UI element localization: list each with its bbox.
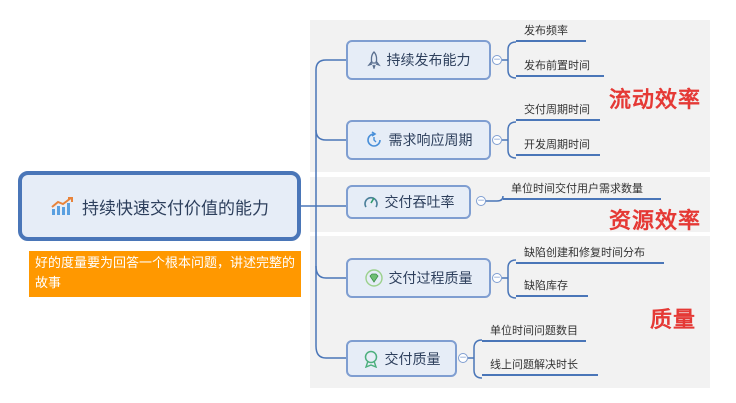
leaf-defect-create-fix-distribution[interactable]: 缺陷创建和修复时间分布 [516,244,664,264]
branch-continuous-release[interactable]: 持续发布能力 [346,40,491,80]
badge-icon [363,350,379,368]
branch-delivery-throughput[interactable]: 交付吞吐率 [346,185,471,219]
root-topic[interactable]: 持续快速交付价值的能力 [18,171,301,241]
leaf-issues-per-time[interactable]: 单位时间问题数目 [482,322,586,342]
collapse-toggle-2[interactable]: − [492,135,502,145]
collapse-toggle-5[interactable]: − [458,353,468,363]
note-callout: 好的度量要为回答一个根本问题，讲述完整的故事 [29,251,301,297]
gauge-icon [363,194,379,210]
leaf-throughput-per-time[interactable]: 单位时间交付用户需求数量 [503,180,661,200]
leaf-defect-inventory[interactable]: 缺陷库存 [516,277,588,297]
branch-label: 交付过程质量 [388,271,473,287]
branch-label: 持续发布能力 [386,53,471,69]
cycle-icon [365,131,383,149]
branch-label: 需求响应周期 [388,133,473,149]
trend-chart-icon [50,196,74,216]
leaf-online-issue-resolve-time[interactable]: 线上问题解决时长 [482,356,598,376]
root-label: 持续快速交付价值的能力 [82,198,269,219]
collapse-toggle-1[interactable]: − [492,55,502,65]
branch-delivery-process-quality[interactable]: 交付过程质量 [346,258,491,298]
leaf-delivery-cycle-time[interactable]: 交付周期时间 [516,101,600,121]
branch-label: 交付吞吐率 [384,195,455,211]
gem-icon [364,269,383,287]
leaf-release-lead-time[interactable]: 发布前置时间 [516,57,604,77]
branch-demand-response-cycle[interactable]: 需求响应周期 [346,120,491,160]
collapse-toggle-4[interactable]: − [492,273,502,283]
branch-delivery-quality[interactable]: 交付质量 [346,340,457,377]
leaf-dev-cycle-time[interactable]: 开发周期时间 [516,136,600,156]
rocket-icon [366,51,381,69]
category-flow-efficiency: 流动效率 [609,88,702,113]
leaf-release-frequency[interactable]: 发布频率 [516,22,586,42]
category-quality: 质量 [650,308,697,333]
branch-label: 交付质量 [384,351,441,368]
category-resource-efficiency: 资源效率 [609,209,702,234]
collapse-toggle-3[interactable]: − [476,196,486,206]
